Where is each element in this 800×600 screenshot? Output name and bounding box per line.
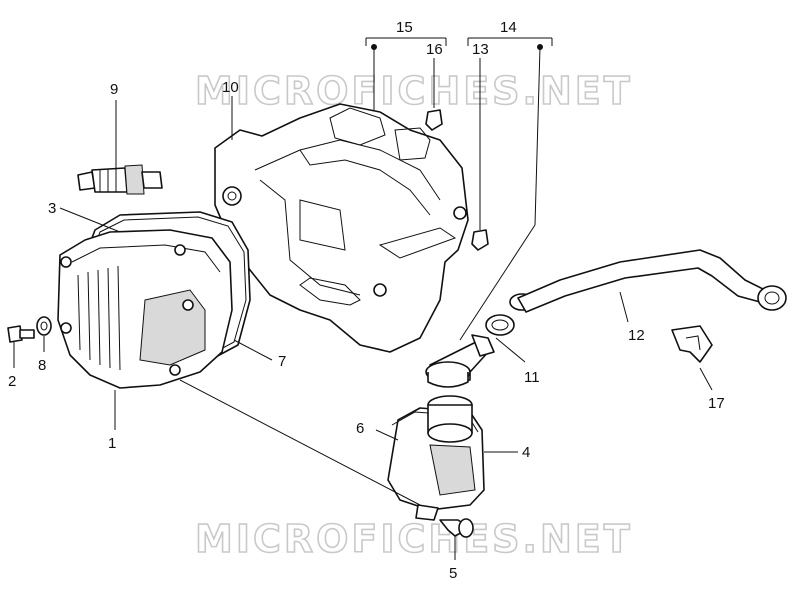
leader-lines <box>13 37 713 560</box>
callout-11: 11 <box>524 369 540 386</box>
cylinder-head-cover-part <box>57 229 233 389</box>
callout-labels: 9 10 3 2 8 1 7 6 4 5 11 12 17 15 14 16 1… <box>8 19 725 582</box>
callout-6: 6 <box>356 420 364 437</box>
cowl-shroud-part <box>214 103 469 353</box>
breather-box-part <box>387 395 485 521</box>
watermark-bottom: MICROFICHES.NET <box>195 517 633 561</box>
callout-4: 4 <box>522 444 530 461</box>
screw-part-5 <box>439 518 474 538</box>
callout-3: 3 <box>48 200 56 217</box>
callout-15: 15 <box>396 19 413 36</box>
clip-part-16 <box>425 109 443 131</box>
hose-clip-part-17 <box>671 325 713 363</box>
callout-13: 13 <box>472 41 489 58</box>
callout-7: 7 <box>278 353 286 370</box>
watermark-top: MICROFICHES.NET <box>195 69 633 113</box>
callout-2: 2 <box>8 373 16 390</box>
breather-hose-part <box>517 249 787 313</box>
callout-16: 16 <box>426 41 443 58</box>
callout-9: 9 <box>110 81 118 98</box>
callout-10: 10 <box>222 79 239 96</box>
hose-elbow-part <box>425 334 495 388</box>
callout-5: 5 <box>449 565 457 582</box>
callout-17: 17 <box>708 395 725 412</box>
washer-part-8 <box>36 316 52 336</box>
spark-plug-part <box>77 164 163 195</box>
callout-12: 12 <box>628 327 645 344</box>
bolt-part-2 <box>7 325 35 343</box>
callout-1: 1 <box>108 435 116 452</box>
clip-part-13 <box>471 229 489 251</box>
callout-8: 8 <box>38 357 46 374</box>
callout-14: 14 <box>500 19 517 36</box>
